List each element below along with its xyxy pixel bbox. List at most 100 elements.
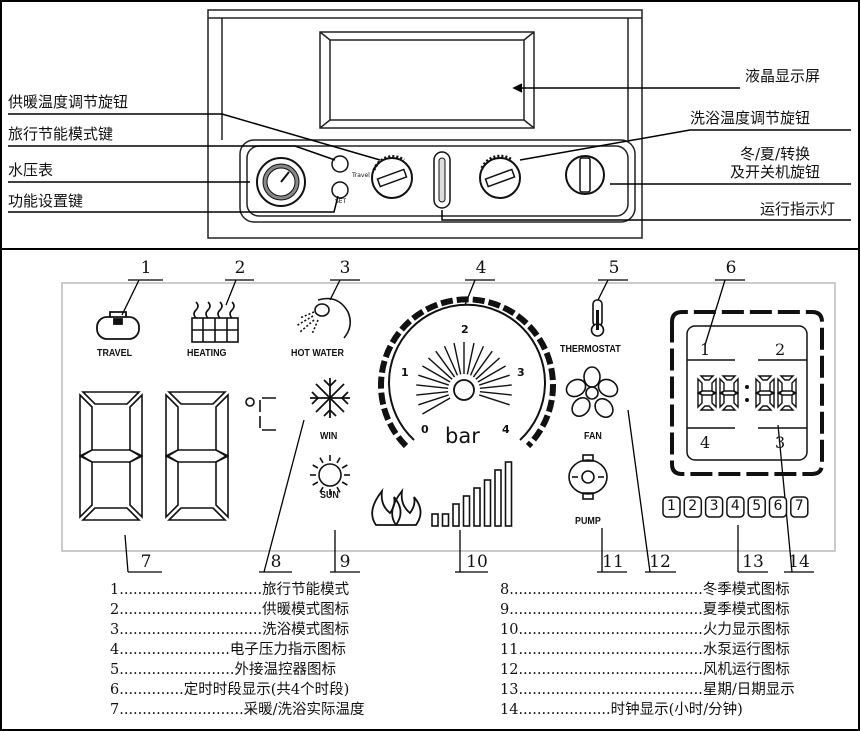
weekday-number: 4 <box>730 498 740 514</box>
tag-sun: SUN <box>320 489 339 501</box>
weekday-number: 1 <box>667 498 676 514</box>
travel-small-text: Travel <box>352 172 370 179</box>
callout-10: 10 <box>466 552 488 572</box>
weekday-box <box>768 496 788 518</box>
gauge-arrow <box>479 374 510 386</box>
pressure-gauge-icon <box>256 157 306 207</box>
legend-3: 3...............................洗浴模式图标 <box>110 622 350 638</box>
power-bar <box>473 487 481 527</box>
callout-2: 2 <box>234 258 246 278</box>
callout-3: 3 <box>339 258 351 278</box>
segment <box>769 391 775 409</box>
gauge-tick-1: 1 <box>401 366 409 379</box>
period-2: 2 <box>775 340 786 359</box>
weekday-number: 7 <box>794 498 804 514</box>
weekday-number: 5 <box>752 498 762 514</box>
weekday-box <box>790 496 809 518</box>
travel-icon <box>96 311 140 340</box>
weekday-box <box>662 496 681 518</box>
heating-knob[interactable] <box>371 155 413 199</box>
gauge-arrow <box>427 357 453 380</box>
gauge-arrow <box>418 374 449 386</box>
gauge-arrow <box>443 345 459 376</box>
segment <box>757 375 773 381</box>
fan-icon <box>565 366 619 419</box>
power-bar <box>462 495 471 527</box>
callout-4: 4 <box>475 258 487 278</box>
hotwater-knob[interactable] <box>479 154 521 199</box>
clock-panel <box>670 310 824 476</box>
period-4: 4 <box>700 433 711 452</box>
segment <box>721 405 737 411</box>
power-bar <box>494 469 502 527</box>
sun-ray <box>319 457 324 464</box>
mode-knob[interactable] <box>565 155 605 195</box>
callout-1: 1 <box>140 258 152 278</box>
sun-ray <box>319 486 324 493</box>
tag-pump: PUMP <box>575 515 601 527</box>
weekday-number: 2 <box>688 498 698 514</box>
tag-win: WIN <box>320 430 338 442</box>
segment <box>779 375 795 381</box>
legend-7: 7...........................采暖/洗浴实际温度 <box>110 702 365 718</box>
weekday-indicators <box>662 496 809 518</box>
gauge-tick-4: 4 <box>502 423 510 436</box>
callout-12: 12 <box>649 552 671 572</box>
label-hotwater-knob: 洗浴温度调节旋钮 <box>690 109 811 127</box>
segment <box>79 454 93 519</box>
segment <box>81 391 141 405</box>
weekday-box <box>704 496 724 518</box>
top-leader-lines <box>8 83 851 221</box>
segment <box>129 393 143 458</box>
legend-4: 4........................电子压力指示图标 <box>110 642 346 658</box>
legend-2: 2...............................供暖模式图标 <box>110 602 350 618</box>
function-set-button[interactable] <box>331 181 349 199</box>
segment <box>215 393 229 458</box>
gauge-arrow <box>479 384 512 390</box>
hot-water-icon <box>295 297 352 339</box>
legend-11: 11......................................… <box>500 642 790 658</box>
snowflake-icon <box>310 378 350 418</box>
label-mode-knob-2: 及开关机旋钮 <box>730 163 821 181</box>
segment <box>697 391 703 409</box>
callout-13: 13 <box>742 552 764 572</box>
sun-icon <box>310 455 350 495</box>
segment <box>791 391 797 409</box>
segment <box>165 454 179 519</box>
segment <box>757 405 773 411</box>
gauge-arrow <box>472 350 493 378</box>
set-small-text: SET <box>335 198 347 205</box>
gauge-arrow <box>418 394 449 406</box>
gauge-arrow <box>475 357 501 380</box>
sun-ray <box>312 481 319 486</box>
legend-13: 13......................................… <box>500 682 795 698</box>
segment <box>167 507 227 521</box>
segment <box>699 405 715 411</box>
heating-icon <box>191 301 239 343</box>
gauge-tick-0: 0 <box>421 423 429 436</box>
weekday-number: 3 <box>709 498 719 514</box>
callout-6: 6 <box>725 258 737 278</box>
power-bar <box>483 479 492 527</box>
sun-ray <box>336 457 341 464</box>
callout-14: 14 <box>788 552 810 572</box>
segment <box>215 454 229 519</box>
label-pressure-gauge: 水压表 <box>8 161 54 179</box>
travel-button[interactable] <box>331 155 349 173</box>
weekday-number: 6 <box>773 498 783 514</box>
tag-travel: TRAVEL <box>97 347 133 359</box>
label-lcd-screen: 液晶显示屏 <box>745 67 821 85</box>
sun-ray <box>341 464 348 469</box>
flame-icon <box>371 487 422 526</box>
segment <box>721 375 737 381</box>
power-bar <box>441 513 450 527</box>
callout-5: 5 <box>608 258 620 278</box>
segment <box>166 449 228 463</box>
clock-digits <box>697 375 797 411</box>
weekday-box <box>747 496 766 518</box>
legend-9: 9.......................................… <box>500 602 790 618</box>
period-3: 3 <box>775 433 786 452</box>
power-bar <box>431 513 439 527</box>
legend-8: 8.......................................… <box>500 582 790 598</box>
thermostat-icon <box>590 299 605 337</box>
